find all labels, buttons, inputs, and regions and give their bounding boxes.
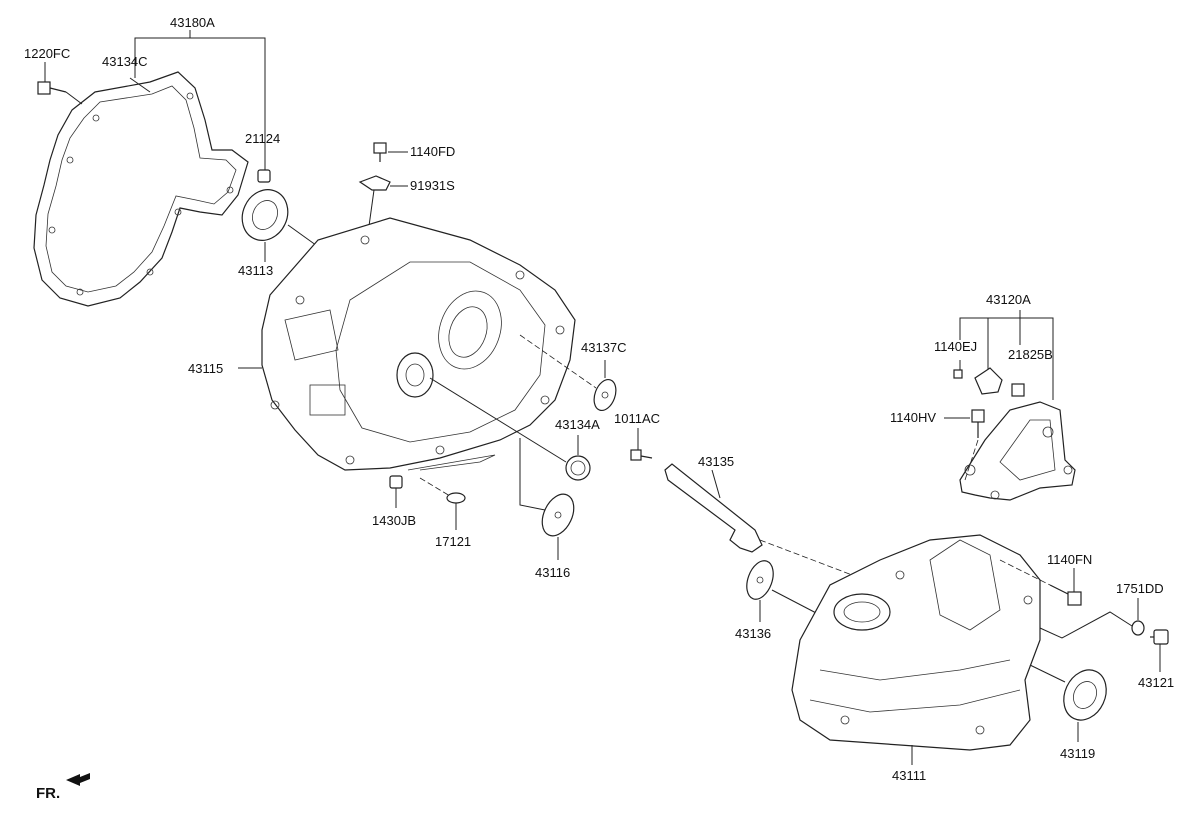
front-label: FR. — [36, 785, 61, 802]
disc-43116 — [519, 438, 575, 560]
disc-43137C — [519, 334, 617, 412]
label-1220FC: 1220FC — [24, 46, 71, 61]
bolt-1140HV — [944, 409, 985, 481]
label-43115: 43115 — [188, 361, 224, 376]
label-43180A: 43180A — [170, 15, 215, 30]
label-43120A: 43120A — [986, 292, 1031, 307]
label-43136: 43136 — [735, 626, 772, 641]
bolt-1220FC — [37, 62, 83, 105]
label-1140FN: 1140FN — [1047, 552, 1093, 567]
bolt-1140FN — [999, 559, 1082, 606]
label-17121: 17121 — [435, 534, 472, 549]
label-43111: 43111 — [892, 768, 927, 783]
label-43121: 43121 — [1138, 675, 1175, 690]
plug-43121 — [1150, 629, 1169, 672]
label-1140EJ: 1140EJ — [934, 339, 978, 354]
case-43111 — [791, 534, 1041, 765]
label-21124: 21124 — [245, 131, 281, 146]
bolt-1011AC — [630, 428, 653, 461]
label-1140HV: 1140HV — [890, 410, 937, 425]
label-43135: 43135 — [698, 454, 735, 469]
label-43134A: 43134A — [555, 417, 600, 432]
washer-17121 — [419, 477, 466, 530]
dowel-21124 — [257, 169, 271, 183]
label-43116: 43116 — [535, 565, 571, 580]
gasket-43134C — [33, 71, 249, 307]
seal-43113 — [241, 189, 321, 262]
label-21825B: 21825B — [1008, 347, 1053, 362]
rail-43135 — [664, 463, 861, 579]
bolt-1140FD — [373, 142, 408, 162]
seal-43119 — [1029, 664, 1107, 742]
plug-1430JB — [389, 475, 403, 508]
kit-bracket-43120A — [959, 310, 1054, 400]
front-arrow-icon — [66, 773, 90, 786]
label-43119: 43119 — [1060, 746, 1096, 761]
part-21825B — [1011, 383, 1025, 397]
label-1140FD: 1140FD — [410, 144, 456, 159]
label-91931S: 91931S — [410, 178, 455, 193]
label-43137C: 43137C — [581, 340, 627, 355]
label-1011AC: 1011AC — [614, 411, 661, 426]
label-1751DD: 1751DD — [1116, 581, 1164, 596]
label-43113: 43113 — [238, 263, 274, 278]
bracket-43120A — [959, 401, 1076, 501]
housing-43115 — [238, 217, 576, 471]
label-43134C: 43134C — [102, 54, 148, 69]
disc-43136 — [746, 560, 821, 622]
seal-43134A — [429, 377, 591, 481]
label-1430JB: 1430JB — [372, 513, 417, 528]
washer-1751DD — [1039, 598, 1145, 639]
kit-bracket-43180A — [134, 30, 266, 170]
mount-1140EJ — [953, 360, 1003, 395]
